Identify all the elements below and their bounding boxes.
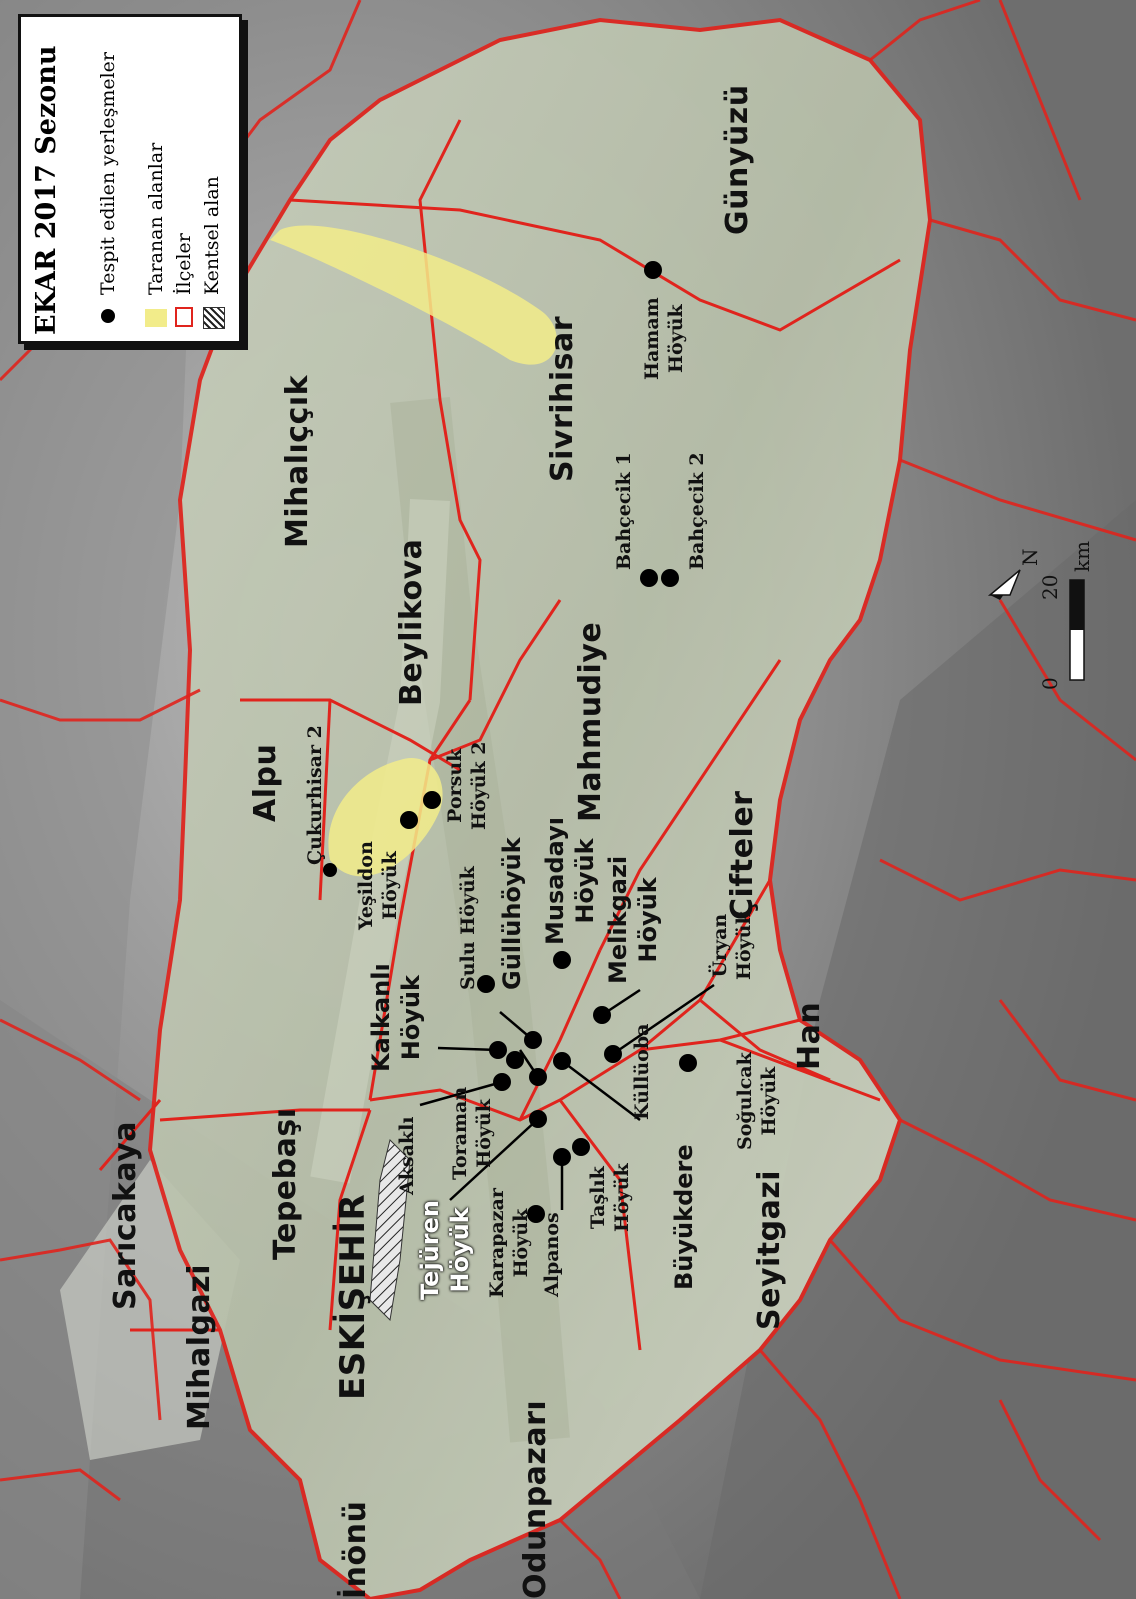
site-label-kalkanli: Kalkanlı Höyük: [367, 963, 425, 1072]
district-label-gunyuzu: Günyüzü: [720, 84, 755, 235]
site-label-porsuk: Porsuk Höyük 2: [444, 741, 490, 830]
scale-zero-label: 0: [1038, 677, 1062, 690]
district-label-mahmudiye: Mahmudiye: [573, 621, 608, 822]
legend-item-districts: İlçeler: [173, 233, 195, 295]
site-label-yesildon: Yeşildon Höyük: [355, 841, 401, 930]
urban-area: [369, 1139, 411, 1322]
legend-dot-icon: [101, 309, 115, 323]
district-label-han: Han: [792, 1001, 827, 1070]
site-dot: [553, 951, 571, 969]
site-label-melikgazi: Melikgazi Höyük: [604, 855, 662, 984]
site-dot: [644, 261, 662, 279]
site-dot: [477, 975, 495, 993]
site-dot: [323, 863, 337, 877]
site-label-toraman: Toraman Höyük: [449, 1086, 495, 1180]
site-dot: [506, 1051, 524, 1069]
site-dot: [661, 569, 679, 587]
north-arrow-icon: [987, 569, 1021, 600]
legend-item-settlements: Tespit edilen yerleşmeler: [97, 52, 119, 295]
site-label-tejuren: Tejüren Höyük: [416, 1200, 474, 1300]
scale-bar: [1069, 579, 1085, 681]
legend-item-urban: Kentsel alan: [201, 176, 223, 295]
site-dot: [423, 791, 441, 809]
legend-hatch-swatch: [203, 307, 225, 329]
site-label-bahcecik1: Bahçecik 1: [613, 452, 635, 570]
site-label-aksakli: Aksaklı: [396, 1116, 418, 1195]
relief-ridge-north: [0, 0, 200, 1599]
district-label-odunpazari: Odunpazarı: [518, 1399, 553, 1599]
legend-item-surveyed: Taranan alanlar: [145, 142, 167, 295]
district-label-mihaliccik: Mihalıççık: [280, 374, 315, 548]
district-label-mihalgazi: Mihalgazi: [182, 1264, 217, 1430]
site-dot: [679, 1054, 697, 1072]
site-label-hamam: Hamam Höyük: [641, 297, 687, 380]
site-dot: [527, 1205, 545, 1223]
site-label-cukurhisar2: Çukurhisar 2: [304, 725, 326, 865]
site-label-taslik: Taşlık Höyük: [587, 1163, 633, 1232]
district-boundaries: [98, 119, 901, 1351]
site-label-alpanos: Alpanos: [541, 1212, 563, 1297]
site-label-sulu: Sulu Höyük: [457, 866, 479, 990]
district-label-eskisehir: ESKİŞEHİR: [333, 1193, 373, 1400]
district-label-tepebasi: Tepebaşı: [268, 1107, 303, 1260]
site-dot: [640, 569, 658, 587]
site-label-musadayi: Musadayı Höyük: [541, 817, 599, 945]
district-label-cifteler: Çifteler: [725, 790, 760, 920]
site-label-sogulcak: Soğulcak Höyük: [734, 1052, 780, 1150]
survey-area-north: [270, 225, 557, 365]
map-legend: EKAR 2017 Sezonu Tespit edilen yerleşmel…: [18, 14, 242, 344]
legend-red-outline-swatch: [175, 307, 193, 327]
district-label-saricakaya: Sarıcakaya: [108, 1120, 143, 1310]
site-label-karapazar: Karapazar Höyük: [486, 1188, 532, 1298]
district-label-seyitgazi: Seyitgazi: [752, 1169, 787, 1330]
district-label-beylikova: Beylikova: [394, 538, 429, 706]
site-label-bahcecik2: Bahçecik 2: [686, 452, 708, 570]
scale-value-label: 20: [1038, 574, 1062, 600]
north-label: N: [1018, 548, 1042, 567]
district-label-inonu: İnönü: [338, 1500, 373, 1599]
study-area: [147, 17, 933, 1599]
site-label-uryan: Üryan Höyük: [709, 911, 755, 980]
legend-yellow-swatch: [145, 309, 167, 327]
site-dot: [572, 1138, 590, 1156]
relief-dark-south: [700, 500, 1136, 1599]
leader-lines: [419, 983, 715, 1210]
district-label-sivrihisar: Sivrihisar: [545, 315, 580, 482]
legend-title: EKAR 2017 Sezonu: [31, 45, 62, 335]
scale-unit-label: km: [1070, 540, 1094, 572]
site-dot: [400, 811, 418, 829]
site-label-kulluoba: Küllüoba: [631, 1023, 653, 1120]
site-label-gullu: Güllühöyük: [498, 837, 526, 990]
survey-area-alpu: [328, 758, 443, 877]
district-label-alpu: Alpu: [248, 743, 283, 822]
site-label-buyukdere: Büyükdere: [670, 1144, 698, 1290]
